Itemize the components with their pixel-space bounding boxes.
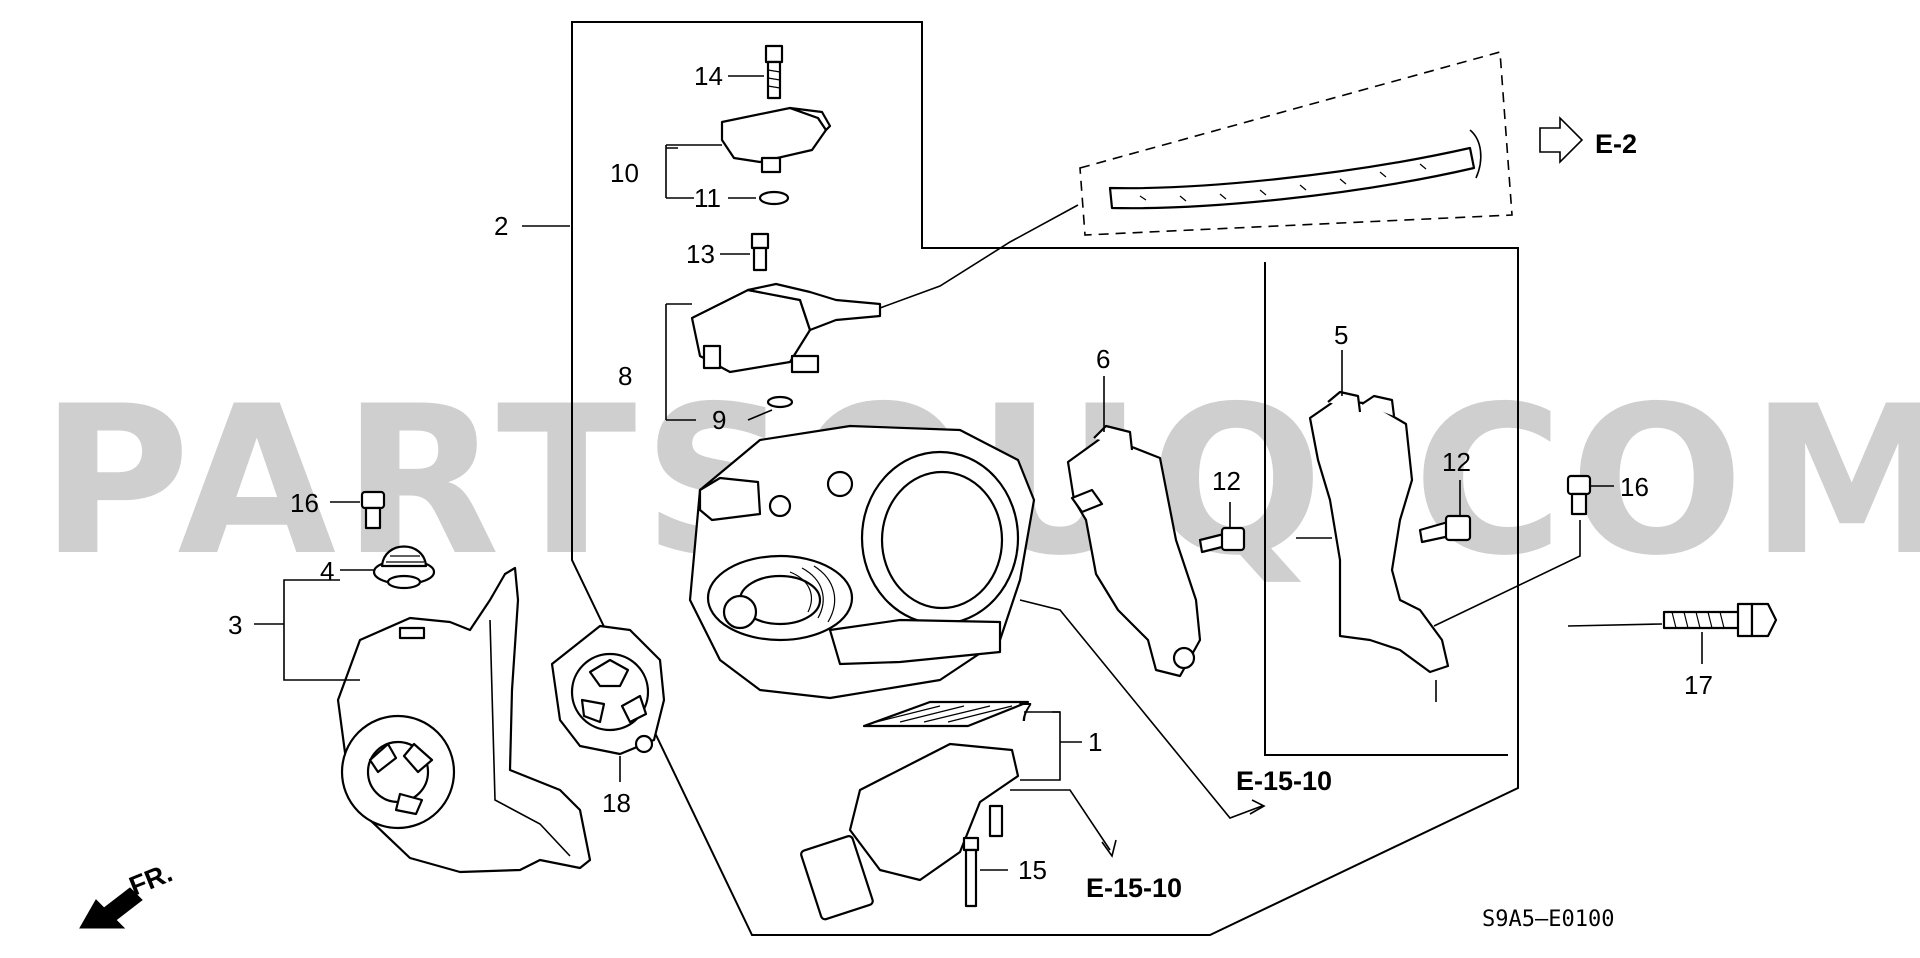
front-direction-label: FR. [125,857,177,901]
sensor-8-icon [690,282,882,374]
bracket-5-icon [1308,390,1450,674]
bracket-6-icon [1066,424,1202,678]
callout-12a[interactable]: 12 [1212,466,1241,496]
callout-18[interactable]: 18 [602,788,631,818]
callout-6[interactable]: 6 [1096,344,1110,374]
leader-16b-ext [1433,520,1581,627]
ref-e2-label[interactable]: E-2 [1595,129,1637,159]
ref-arrowhead-e15-bottom-icon [1101,839,1117,858]
map-sensor-10-icon [720,106,832,174]
oring-9-icon [766,395,794,409]
throttle-cover-3-icon [336,566,592,874]
hose-texture [1139,163,1427,202]
cam-18-icon [550,624,666,756]
bolt-12b-icon [1418,514,1472,544]
leader-8 [665,303,696,421]
bolt-14-icon [764,44,784,100]
hose-end [1469,129,1482,179]
leader-3 [254,579,360,681]
hose-leader [879,204,1079,309]
ref-arrow-e2-icon [1539,116,1584,164]
leader-10 [665,144,722,199]
bolt-16a-icon [360,490,386,530]
vacuum-hose [1108,146,1476,210]
iac-valve-icon [800,742,1020,921]
callout-17[interactable]: 17 [1684,670,1713,700]
bolt-17-icon [1662,602,1778,638]
hose-box [1079,50,1513,236]
callout-16b[interactable]: 16 [1620,472,1649,502]
callout-15[interactable]: 15 [1018,855,1047,885]
callout-9[interactable]: 9 [712,405,726,435]
diagram-code: S9A5—E0100 [1482,907,1614,932]
throttle-body-icon [688,424,1036,700]
bolt-16b-icon [1566,474,1592,516]
ref-arrowhead-e15-right-icon [1249,799,1266,815]
callout-10[interactable]: 10 [610,158,639,188]
bolt-12a-icon [1198,526,1246,554]
bolt-17-axis [1567,623,1663,627]
callout-1[interactable]: 1 [1088,727,1102,757]
screw-15-icon [962,836,980,908]
ref-arrow-e15-bottom-icon [1010,789,1111,851]
callout-2[interactable]: 2 [494,211,508,241]
callout-14[interactable]: 14 [694,61,723,91]
callout-8[interactable]: 8 [618,361,632,391]
oring-11-icon [758,190,790,206]
ref-e15-10-right-label[interactable]: E-15-10 [1236,766,1332,796]
bolt-13-icon [750,232,770,272]
leader-1 [1020,711,1082,781]
callout-16a[interactable]: 16 [290,488,319,518]
callout-7[interactable]: 7 [1018,697,1032,727]
front-direction-arrow-icon [79,887,143,929]
callout-13[interactable]: 13 [686,239,715,269]
grommet-4-icon [372,545,436,590]
ref-e15-10-bottom-label[interactable]: E-15-10 [1086,873,1182,903]
callout-5[interactable]: 5 [1334,320,1348,350]
leader-9 [747,409,773,421]
callout-11[interactable]: 11 [694,183,721,213]
callout-12b[interactable]: 12 [1442,447,1471,477]
gasket-7-icon [862,700,1030,728]
callout-3[interactable]: 3 [228,610,242,640]
callout-4[interactable]: 4 [320,556,334,586]
ref-arrow-e15-right-icon [1019,599,1263,819]
gasket-7-hatch [875,705,1013,723]
bracket-outline [1264,262,1508,756]
